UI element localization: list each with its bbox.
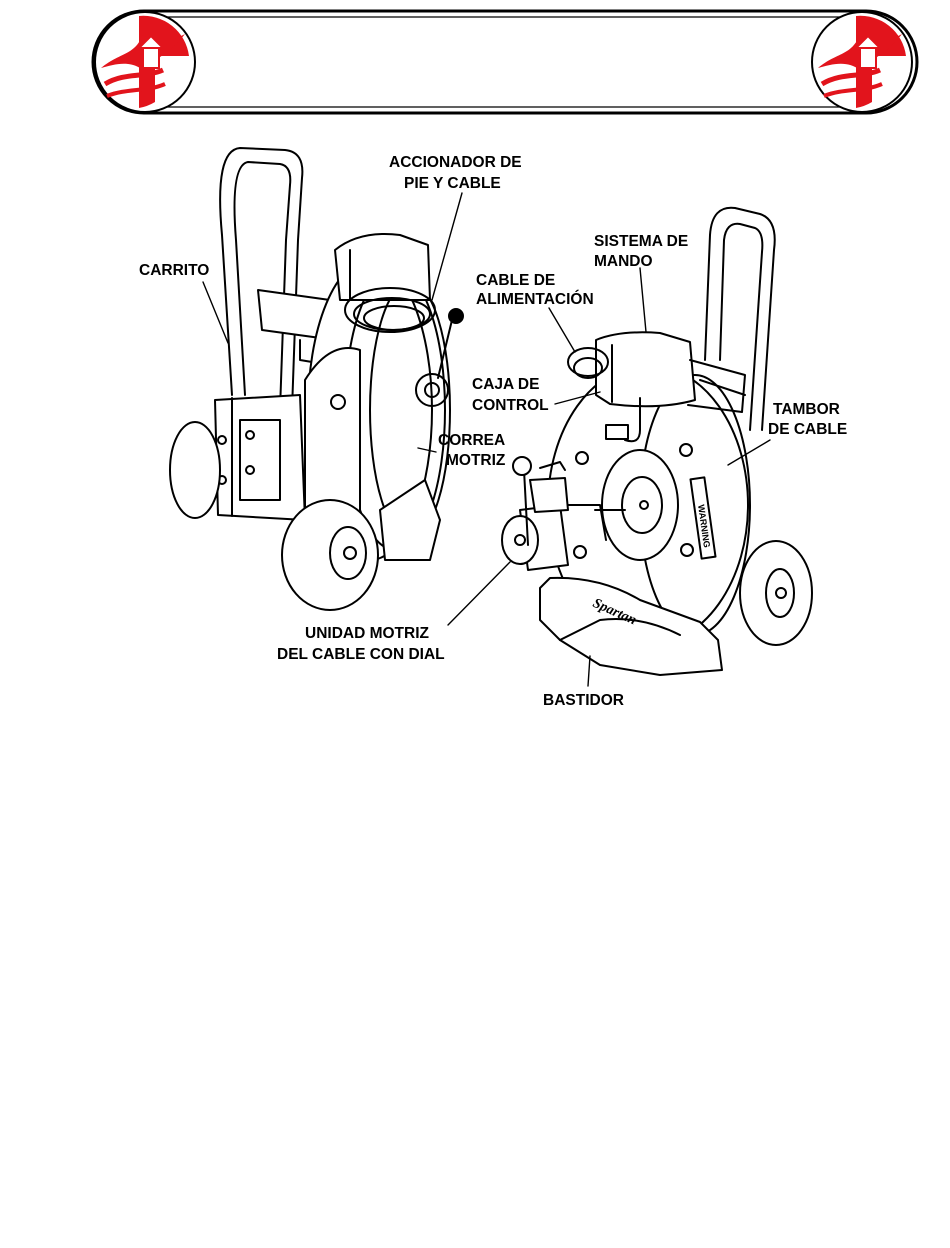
label-accionador-line1: ACCIONADOR DE — [389, 154, 522, 171]
left-rear-wheel — [170, 422, 220, 518]
label-caja-line1: CAJA DE — [472, 376, 539, 393]
label-tambor-line2: DE CABLE — [768, 421, 847, 438]
label-sistema-line1: SISTEMA DE — [594, 233, 688, 250]
label-tambor-line1: TAMBOR — [773, 401, 840, 418]
leader-accionador — [432, 193, 462, 300]
label-accionador-line2: PIE Y CABLE — [404, 175, 501, 192]
label-carrito: CARRITO — [139, 262, 209, 279]
leader-unidad — [448, 562, 510, 625]
drain-machine-diagram: WARNING Spartan — [0, 0, 950, 760]
label-correa-line1: CORREA — [438, 432, 505, 449]
leader-cable-alim — [549, 308, 575, 352]
label-correa-line2: MOTRIZ — [446, 452, 506, 469]
label-unidad-line1: UNIDAD MOTRIZ — [305, 625, 430, 642]
label-bastidor: BASTIDOR — [543, 692, 624, 709]
leader-bastidor — [588, 656, 590, 686]
label-cable-alim-line1: CABLE DE — [476, 272, 555, 289]
label-caja-line2: CONTROL — [472, 397, 549, 414]
left-machine — [170, 148, 463, 610]
label-cable-alim-line2: ALIMENTACIÓN — [476, 290, 594, 308]
label-unidad-line2: DEL CABLE CON DIAL — [277, 646, 445, 663]
leader-sistema — [640, 268, 646, 332]
leader-carrito — [203, 282, 228, 343]
right-cart-handle — [705, 208, 775, 430]
label-sistema-line2: MANDO — [594, 253, 653, 270]
